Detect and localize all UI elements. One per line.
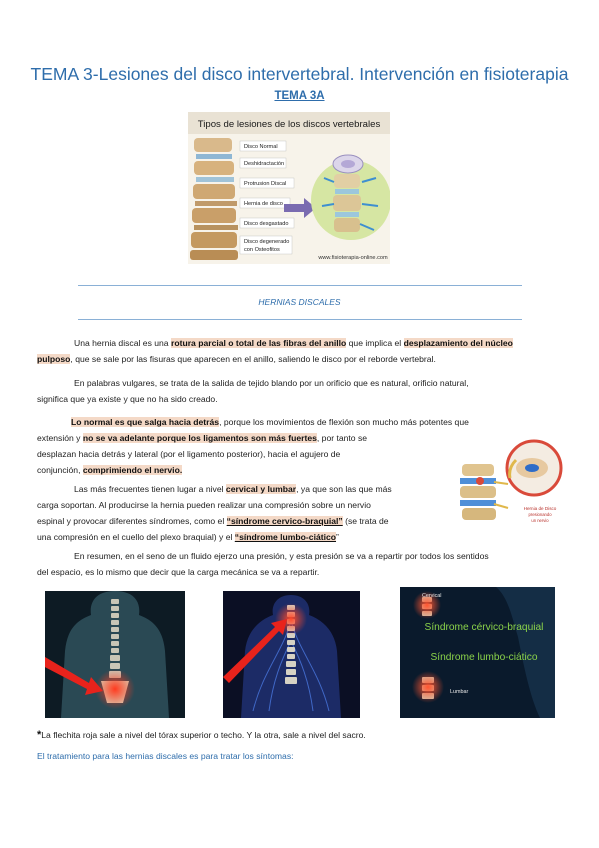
section-title: HERNIAS DISCALES: [258, 297, 341, 307]
label-desgastado: Disco desgastado: [244, 221, 288, 227]
arrow-note: *La flechita roja sale a nivel del tórax…: [37, 729, 366, 741]
red-arrow-icon: [45, 657, 103, 695]
arrow-right-icon: [284, 198, 316, 218]
paragraph-vulgar: En palabras vulgares, se trata de la sal…: [37, 378, 469, 404]
figure-website: www.fisioterapia-online.com: [317, 255, 388, 261]
figure2-caption-l1: Hernia de Disco: [524, 506, 557, 511]
paragraph-summary: En resumen, en el seno de un fluido ejer…: [37, 551, 489, 577]
label-degenerado: Disco degenerado: [244, 239, 289, 245]
figure2-caption-l3: un nervio: [531, 518, 549, 523]
spine-column-illustration: [190, 138, 238, 260]
label-cervical: Cervical: [422, 593, 441, 599]
label-disco-normal: Disco Normal: [244, 144, 278, 150]
label-lumbar: Lumbar: [450, 689, 468, 695]
syndrome-cervico-braquial: Síndrome cérvico-braquial: [425, 622, 544, 633]
paragraph-direction: Lo normal es que salga hacia detrás, por…: [37, 417, 469, 475]
syndromes-figure: Cervical Lumbar Síndrome cérvico-braquia…: [400, 587, 555, 718]
label-deshidratacion: Deshidractación: [244, 161, 284, 167]
label-osteofitos: con Osteofitos: [244, 247, 280, 253]
label-hernia: Hernia de disco: [244, 201, 283, 207]
note-bullet: *: [37, 729, 42, 741]
back-thoracic-figure: [223, 591, 360, 718]
hernia-nerve-figure: Hernia de Disco presionando un nervio: [448, 438, 566, 534]
back-lumbar-figure: [45, 591, 185, 718]
section-rule-top: [78, 285, 522, 286]
figure2-caption-l2: presionando: [528, 512, 552, 517]
vertebra-closeup-illustration: [321, 154, 379, 232]
label-protrusion: Protrusion Discal: [244, 181, 286, 187]
syndrome-lumbo-ciatico: Síndrome lumbo-ciático: [430, 652, 537, 663]
page-title: TEMA 3-Lesiones del disco intervertebral…: [30, 64, 569, 84]
paragraph-frequency: Las más frecuentes tienen lugar a nivel …: [37, 484, 392, 542]
disc-lesion-types-figure: Tipos de lesiones de los discos vertebra…: [188, 112, 390, 264]
section-rule-bottom: [78, 319, 522, 320]
page-subtitle: TEMA 3A: [274, 90, 325, 102]
treatment-heading: El tratamiento para las hernias discales…: [37, 751, 294, 761]
red-arrow-icon: [223, 619, 287, 683]
figure-heading: Tipos de lesiones de los discos vertebra…: [198, 119, 381, 130]
paragraph-definition: Una hernia discal es una rotura parcial …: [37, 338, 513, 364]
